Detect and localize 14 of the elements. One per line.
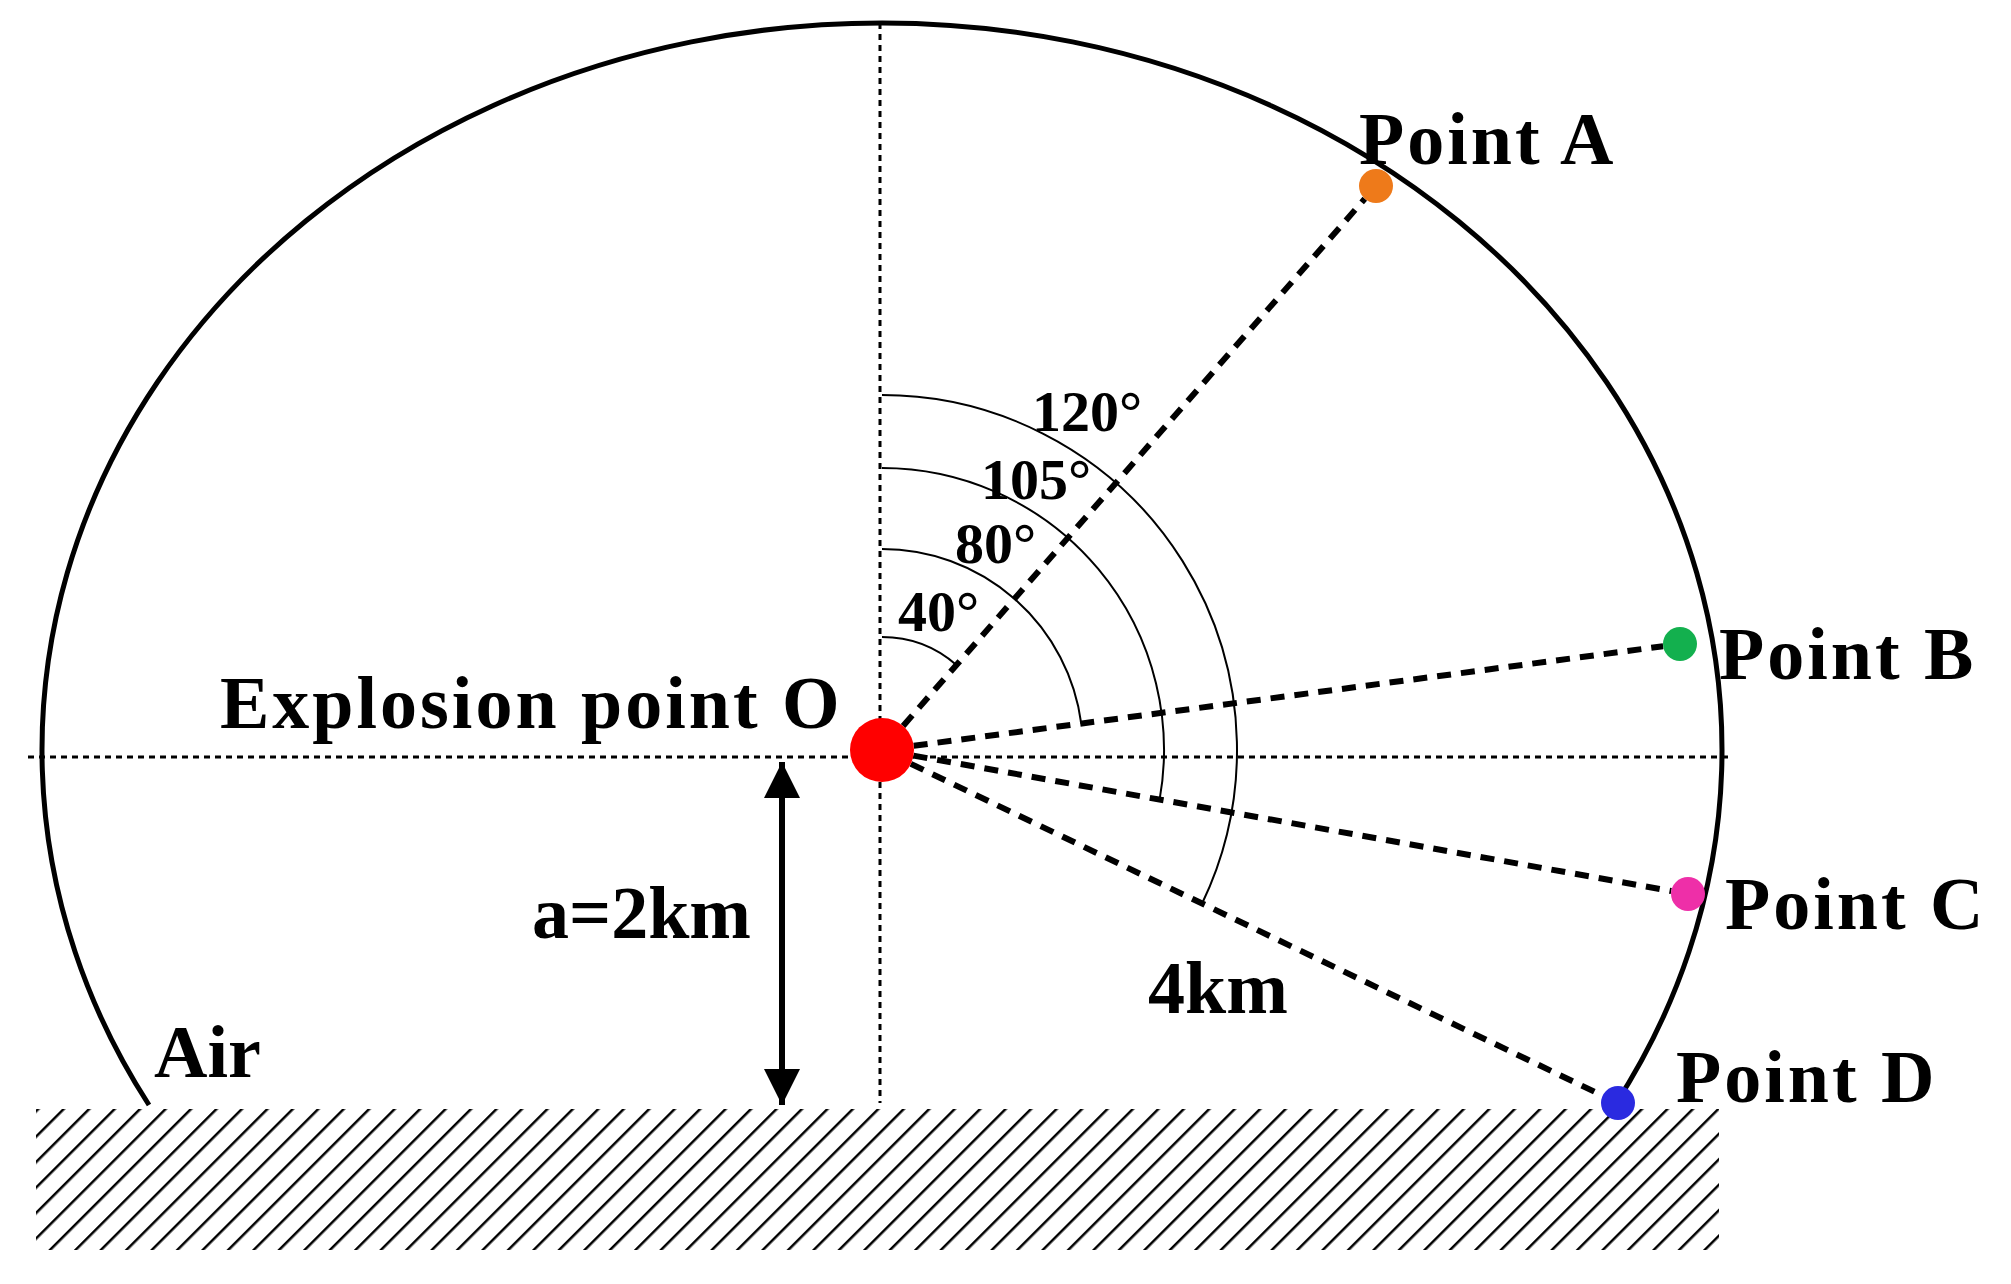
dashed-line xyxy=(912,752,1672,894)
angle-label: 40° xyxy=(898,583,980,641)
dashed-line xyxy=(913,643,1664,749)
point-label: Point A xyxy=(1359,102,1617,176)
angle-label: 120° xyxy=(1032,383,1143,441)
point-label: Point D xyxy=(1676,1040,1938,1114)
dashed-line xyxy=(900,196,1368,728)
point-label: Point C xyxy=(1725,867,1987,941)
region-label: Air xyxy=(154,1015,261,1089)
distance-label: 4km xyxy=(1148,951,1288,1025)
angle-label: 80° xyxy=(955,515,1037,573)
dimension-label: a=2km xyxy=(532,876,751,950)
point-label: Point B xyxy=(1719,617,1977,691)
angle-label: 105° xyxy=(981,451,1092,509)
